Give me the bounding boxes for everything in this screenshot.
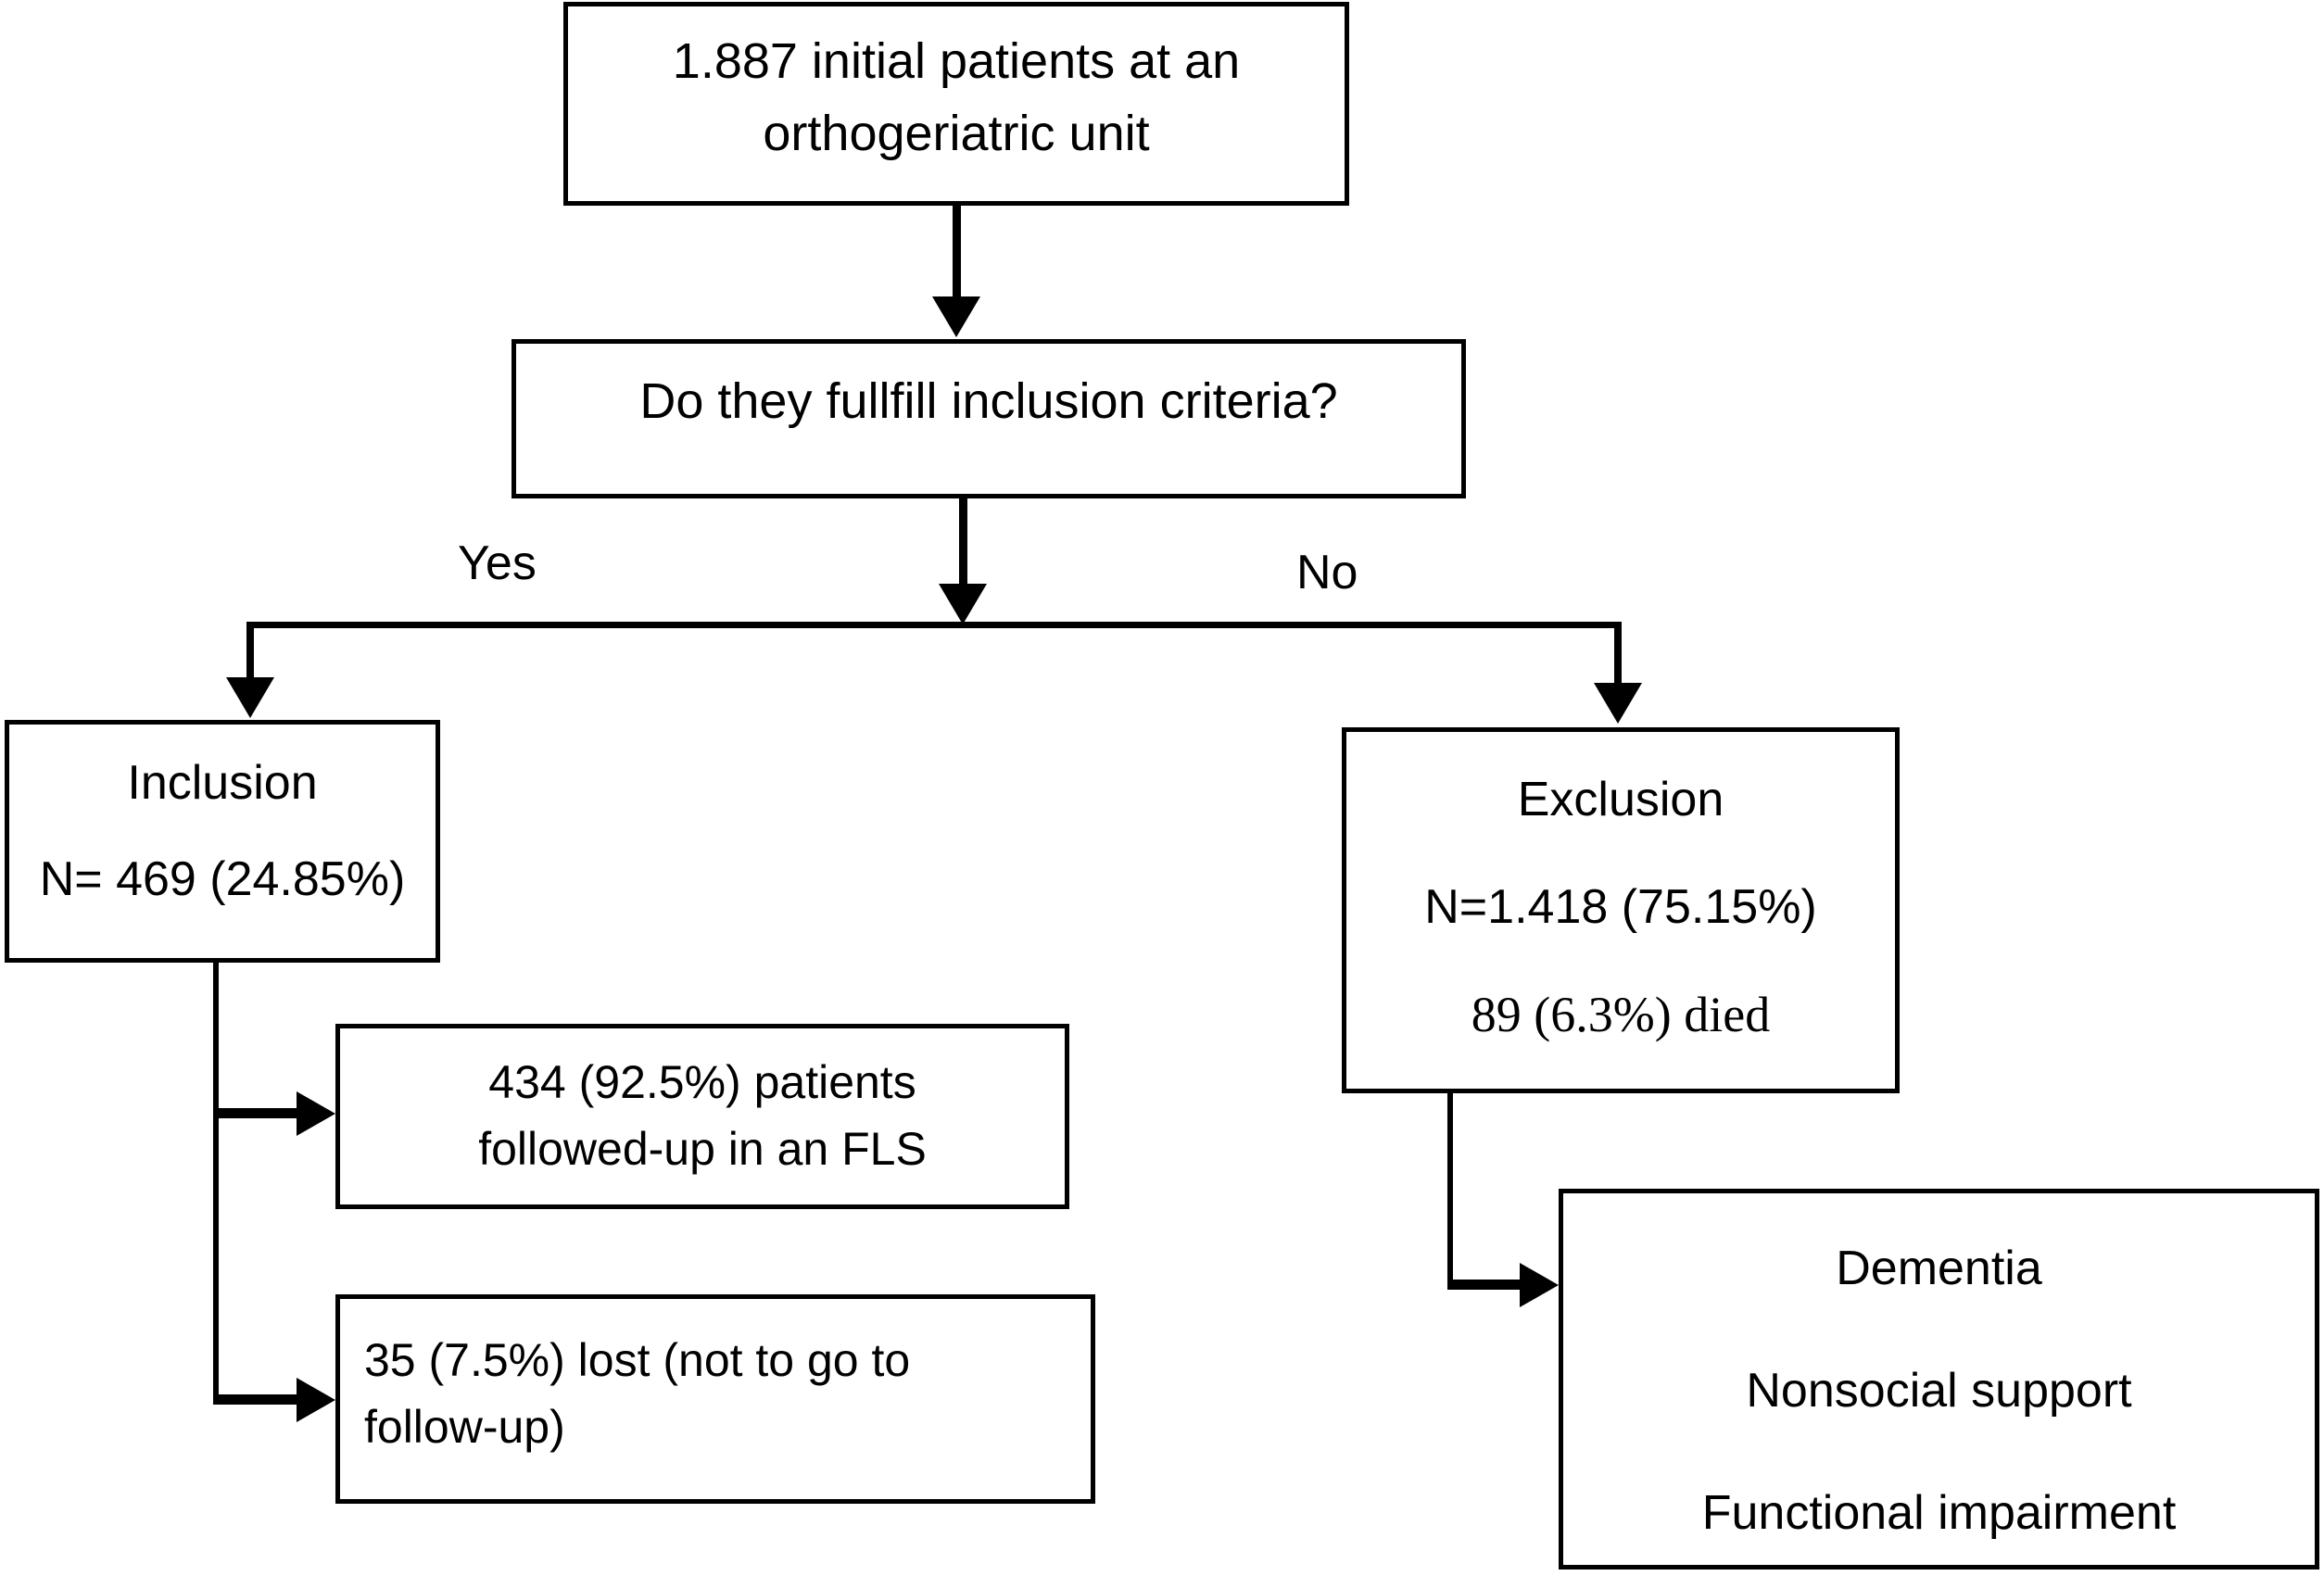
connector-inclusion-to-fls-line [213,1108,302,1118]
node-criteria-line-1: Do they fullfill inclusion criteria? [639,373,1338,429]
connector-no-drop-line [1614,622,1622,688]
node-inclusion-line-2: N= 469 (24.85%) [39,852,406,906]
node-lost-to-follow-up: 35 (7.5%) lost (not to go to follow-up) [335,1294,1095,1504]
connector-inclusion-spine [213,963,219,1403]
node-exclusion-line-3: 89 (6.3%) died [1471,987,1771,1042]
connector-initial-to-criteria-line [953,206,961,298]
connector-inclusion-to-fls-arrowhead [297,1091,335,1136]
node-initial-cohort: 1.887 initial patients at an orthogeriat… [563,2,1349,206]
node-initial-line-1: 1.887 initial patients at an [672,33,1241,89]
connector-yes-drop-line [246,622,254,683]
node-followed-up-fls: 434 (92.5%) patients followed-up in an F… [335,1024,1069,1209]
connector-criteria-arrowhead [939,584,987,624]
node-lost-line-1: 35 (7.5%) lost (not to go to [364,1334,911,1386]
node-lost-line-2: follow-up) [364,1401,565,1453]
node-exclusion-line-1: Exclusion [1517,773,1724,826]
connector-no-arrowhead [1594,683,1642,724]
node-reasons-line-2: Nonsocial support [1746,1364,2132,1418]
connector-inclusion-to-lost-line [213,1394,302,1405]
node-reasons-line-1: Dementia [1836,1242,2042,1295]
connector-exclusion-to-reasons-line [1447,1280,1523,1290]
node-inclusion-group: Inclusion N= 469 (24.85%) [5,720,440,963]
connector-exclusion-spine [1447,1093,1453,1285]
node-inclusion-criteria-decision: Do they fullfill inclusion criteria? [512,339,1466,498]
node-exclusion-reasons: Dementia Nonsocial support Functional im… [1559,1189,2319,1570]
connector-inclusion-to-lost-arrowhead [297,1378,335,1422]
connector-criteria-stem [959,498,967,591]
node-fls-line-2: followed-up in an FLS [478,1123,927,1175]
connector-yes-arrowhead [226,677,274,718]
node-reasons-line-3: Functional impairment [1701,1486,2177,1540]
connector-initial-to-criteria-arrowhead [932,296,980,337]
connector-exclusion-to-reasons-arrowhead [1520,1263,1559,1307]
node-exclusion-line-2: N=1.418 (75.15%) [1424,880,1817,934]
node-inclusion-line-1: Inclusion [127,756,318,810]
branch-label-yes: Yes [458,536,537,590]
node-initial-line-2: orthogeriatric unit [763,106,1150,161]
branch-label-no: No [1296,546,1358,599]
node-exclusion-group: Exclusion N=1.418 (75.15%) 89 (6.3%) die… [1342,727,1900,1093]
connector-split-bar [246,622,1622,628]
node-fls-line-1: 434 (92.5%) patients [488,1056,916,1108]
